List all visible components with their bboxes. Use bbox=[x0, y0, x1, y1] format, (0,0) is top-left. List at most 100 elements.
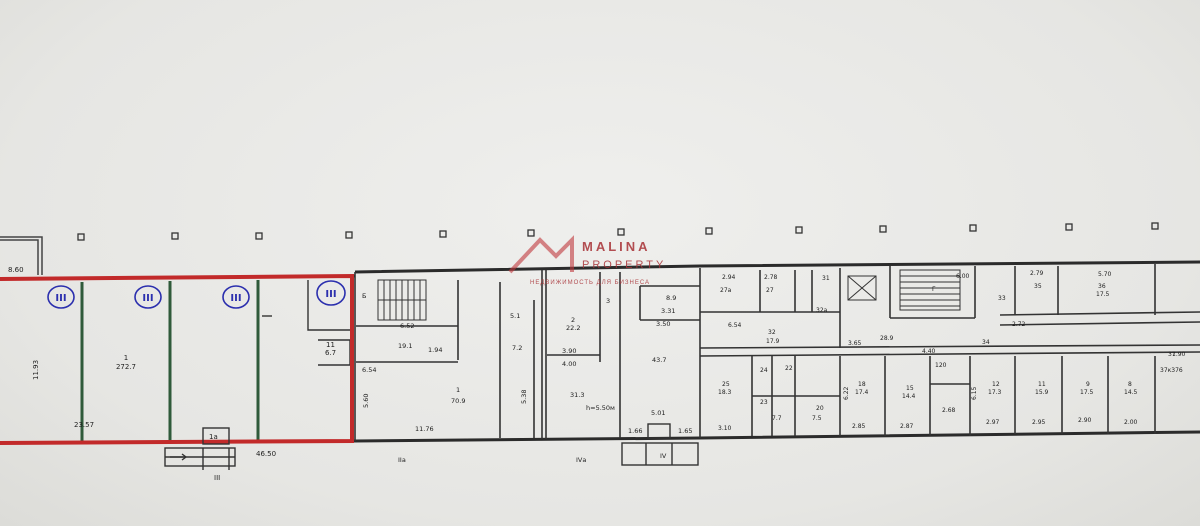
area-31-3: 31.3 bbox=[570, 391, 584, 399]
area-14-5: 14.5 bbox=[1124, 389, 1138, 396]
room-3: 3 bbox=[606, 297, 610, 305]
tenant-labels: 8.60 1 272.7 11.93 23.57 46.50 1а III 11… bbox=[8, 266, 336, 482]
top-left-dim: 8.60 bbox=[8, 266, 24, 274]
room-2: 2 bbox=[571, 316, 575, 324]
dim-6-00: 6.00 bbox=[956, 273, 970, 280]
dim-5-01: 5.01 bbox=[651, 409, 665, 417]
room-31: 31 bbox=[822, 275, 830, 282]
room-9: 9 bbox=[1086, 381, 1090, 388]
area-37: 37к376 bbox=[1160, 367, 1183, 374]
area-7-7: 7.7 bbox=[772, 415, 782, 422]
dim-2-00: 2.00 bbox=[1124, 419, 1138, 426]
area-17-5: 17.5 bbox=[1096, 291, 1110, 298]
roman-iv: IV bbox=[660, 452, 667, 460]
area-15-9: 15.9 bbox=[1035, 389, 1049, 396]
room-33: 33 bbox=[998, 295, 1006, 302]
room-1a: 1а bbox=[209, 433, 218, 441]
stamp-3: III bbox=[230, 293, 241, 304]
area-17-5b: 17.5 bbox=[1080, 389, 1094, 396]
tenant-room-area: 272.7 bbox=[116, 363, 136, 371]
right-room-labels: 2.94 27а 2.78 27 31 32а 32 6.54 17.9 3.6… bbox=[718, 270, 1186, 432]
area-22-2: 22.2 bbox=[566, 324, 580, 332]
dim-2-79: 2.79 bbox=[1030, 270, 1044, 277]
dim-3-90: 3.90 bbox=[562, 347, 576, 355]
entrance bbox=[164, 423, 699, 470]
dim-3-10: 3.10 bbox=[718, 425, 732, 432]
area-43-7: 43.7 bbox=[652, 356, 666, 364]
dim-1-90: 1.90 bbox=[1172, 351, 1186, 358]
dim-3-65: 3.65 bbox=[848, 340, 862, 347]
dim-6-52: 6.52 bbox=[400, 322, 414, 330]
room-20: 20 bbox=[816, 405, 824, 412]
room-35: 35 bbox=[1034, 283, 1042, 290]
room-27: 27 bbox=[766, 287, 774, 294]
dim-2-72: 2.72 bbox=[1012, 321, 1026, 328]
note-h: h=5.50м bbox=[586, 404, 615, 412]
watermark-line2: PROPERTY bbox=[582, 259, 666, 271]
room-18: 18 bbox=[858, 381, 866, 388]
dim-2-85: 2.85 bbox=[852, 423, 866, 430]
room-11: 11 bbox=[326, 341, 335, 349]
staircase-left bbox=[377, 279, 427, 321]
area-17-4: 17.4 bbox=[855, 389, 869, 396]
dim-2-95: 2.95 bbox=[1032, 419, 1046, 426]
dim-1-94: 1.94 bbox=[428, 346, 442, 354]
tenant-height: 11.93 bbox=[32, 360, 40, 380]
area-70-9: 70.9 bbox=[451, 397, 465, 405]
room-27a: 27а bbox=[720, 287, 732, 294]
area-5-1: 5.1 bbox=[510, 312, 520, 320]
room-37: 37 bbox=[1168, 351, 1176, 358]
dim-6-54b: 6.54 bbox=[728, 322, 742, 329]
area-17-9: 17.9 bbox=[766, 338, 780, 345]
dim-5-70: 5.70 bbox=[1098, 271, 1112, 278]
room-11-area: 6.7 bbox=[325, 349, 336, 357]
watermark-tagline: НЕДВИЖИМОСТЬ ДЛЯ БИЗНЕСА bbox=[530, 280, 650, 286]
room-25: 25 bbox=[722, 381, 730, 388]
area-8-9: 8.9 bbox=[666, 294, 676, 302]
room-34: 34 bbox=[982, 339, 990, 346]
area-28-9: 28.9 bbox=[880, 335, 894, 342]
interior-walls bbox=[354, 264, 1200, 441]
roman-iva: IVа bbox=[576, 456, 586, 464]
watermark: MALINA PROPERTY НЕДВИЖИМОСТЬ ДЛЯ БИЗНЕСА bbox=[508, 235, 666, 286]
dim-2-78: 2.78 bbox=[764, 274, 778, 281]
tenant-length: 46.50 bbox=[256, 450, 276, 458]
tenant-width: 23.57 bbox=[74, 421, 94, 429]
room-24: 24 bbox=[760, 367, 768, 374]
tenant-internal bbox=[262, 280, 351, 366]
malina-logo-icon bbox=[508, 235, 574, 274]
dim-2-68: 2.68 bbox=[942, 407, 956, 414]
room-120: 120 bbox=[935, 362, 947, 369]
room-8: 8 bbox=[1128, 381, 1132, 388]
tenant-columns bbox=[80, 280, 260, 441]
area-stamps bbox=[47, 280, 346, 309]
roman-iii: III bbox=[214, 474, 220, 482]
dim-4-00: 4.00 bbox=[562, 360, 576, 368]
room-32a: 32а bbox=[816, 307, 828, 314]
room-23: 23 bbox=[760, 399, 768, 406]
dim-3-31: 3.31 bbox=[661, 307, 675, 315]
dim-1-66: 1.66 bbox=[628, 427, 642, 435]
stair-projection bbox=[0, 236, 43, 275]
dim-1-65: 1.65 bbox=[678, 427, 692, 435]
area-18-3: 18.3 bbox=[718, 389, 732, 396]
area-19-1: 19.1 bbox=[398, 342, 412, 350]
dim-2-87: 2.87 bbox=[900, 423, 914, 430]
stamp-4: III bbox=[325, 289, 336, 300]
area-17-3: 17.3 bbox=[988, 389, 1002, 396]
dim-5-38: 5.38 bbox=[520, 390, 528, 404]
dim-3-50: 3.50 bbox=[656, 320, 670, 328]
room-15: 15 bbox=[906, 385, 914, 392]
watermark-line1: MALINA bbox=[582, 239, 651, 254]
room-11b: 11 bbox=[1038, 381, 1046, 388]
room-b: Б bbox=[362, 292, 366, 300]
room-1-big: 1 bbox=[456, 386, 460, 394]
dim-2-97: 2.97 bbox=[986, 419, 1000, 426]
tenant-room-number: 1 bbox=[124, 354, 128, 362]
dim-6-54: 6.54 bbox=[362, 366, 376, 374]
column-markers bbox=[77, 222, 1159, 241]
stamp-1: III bbox=[55, 293, 66, 304]
room-g: Г bbox=[932, 286, 936, 293]
